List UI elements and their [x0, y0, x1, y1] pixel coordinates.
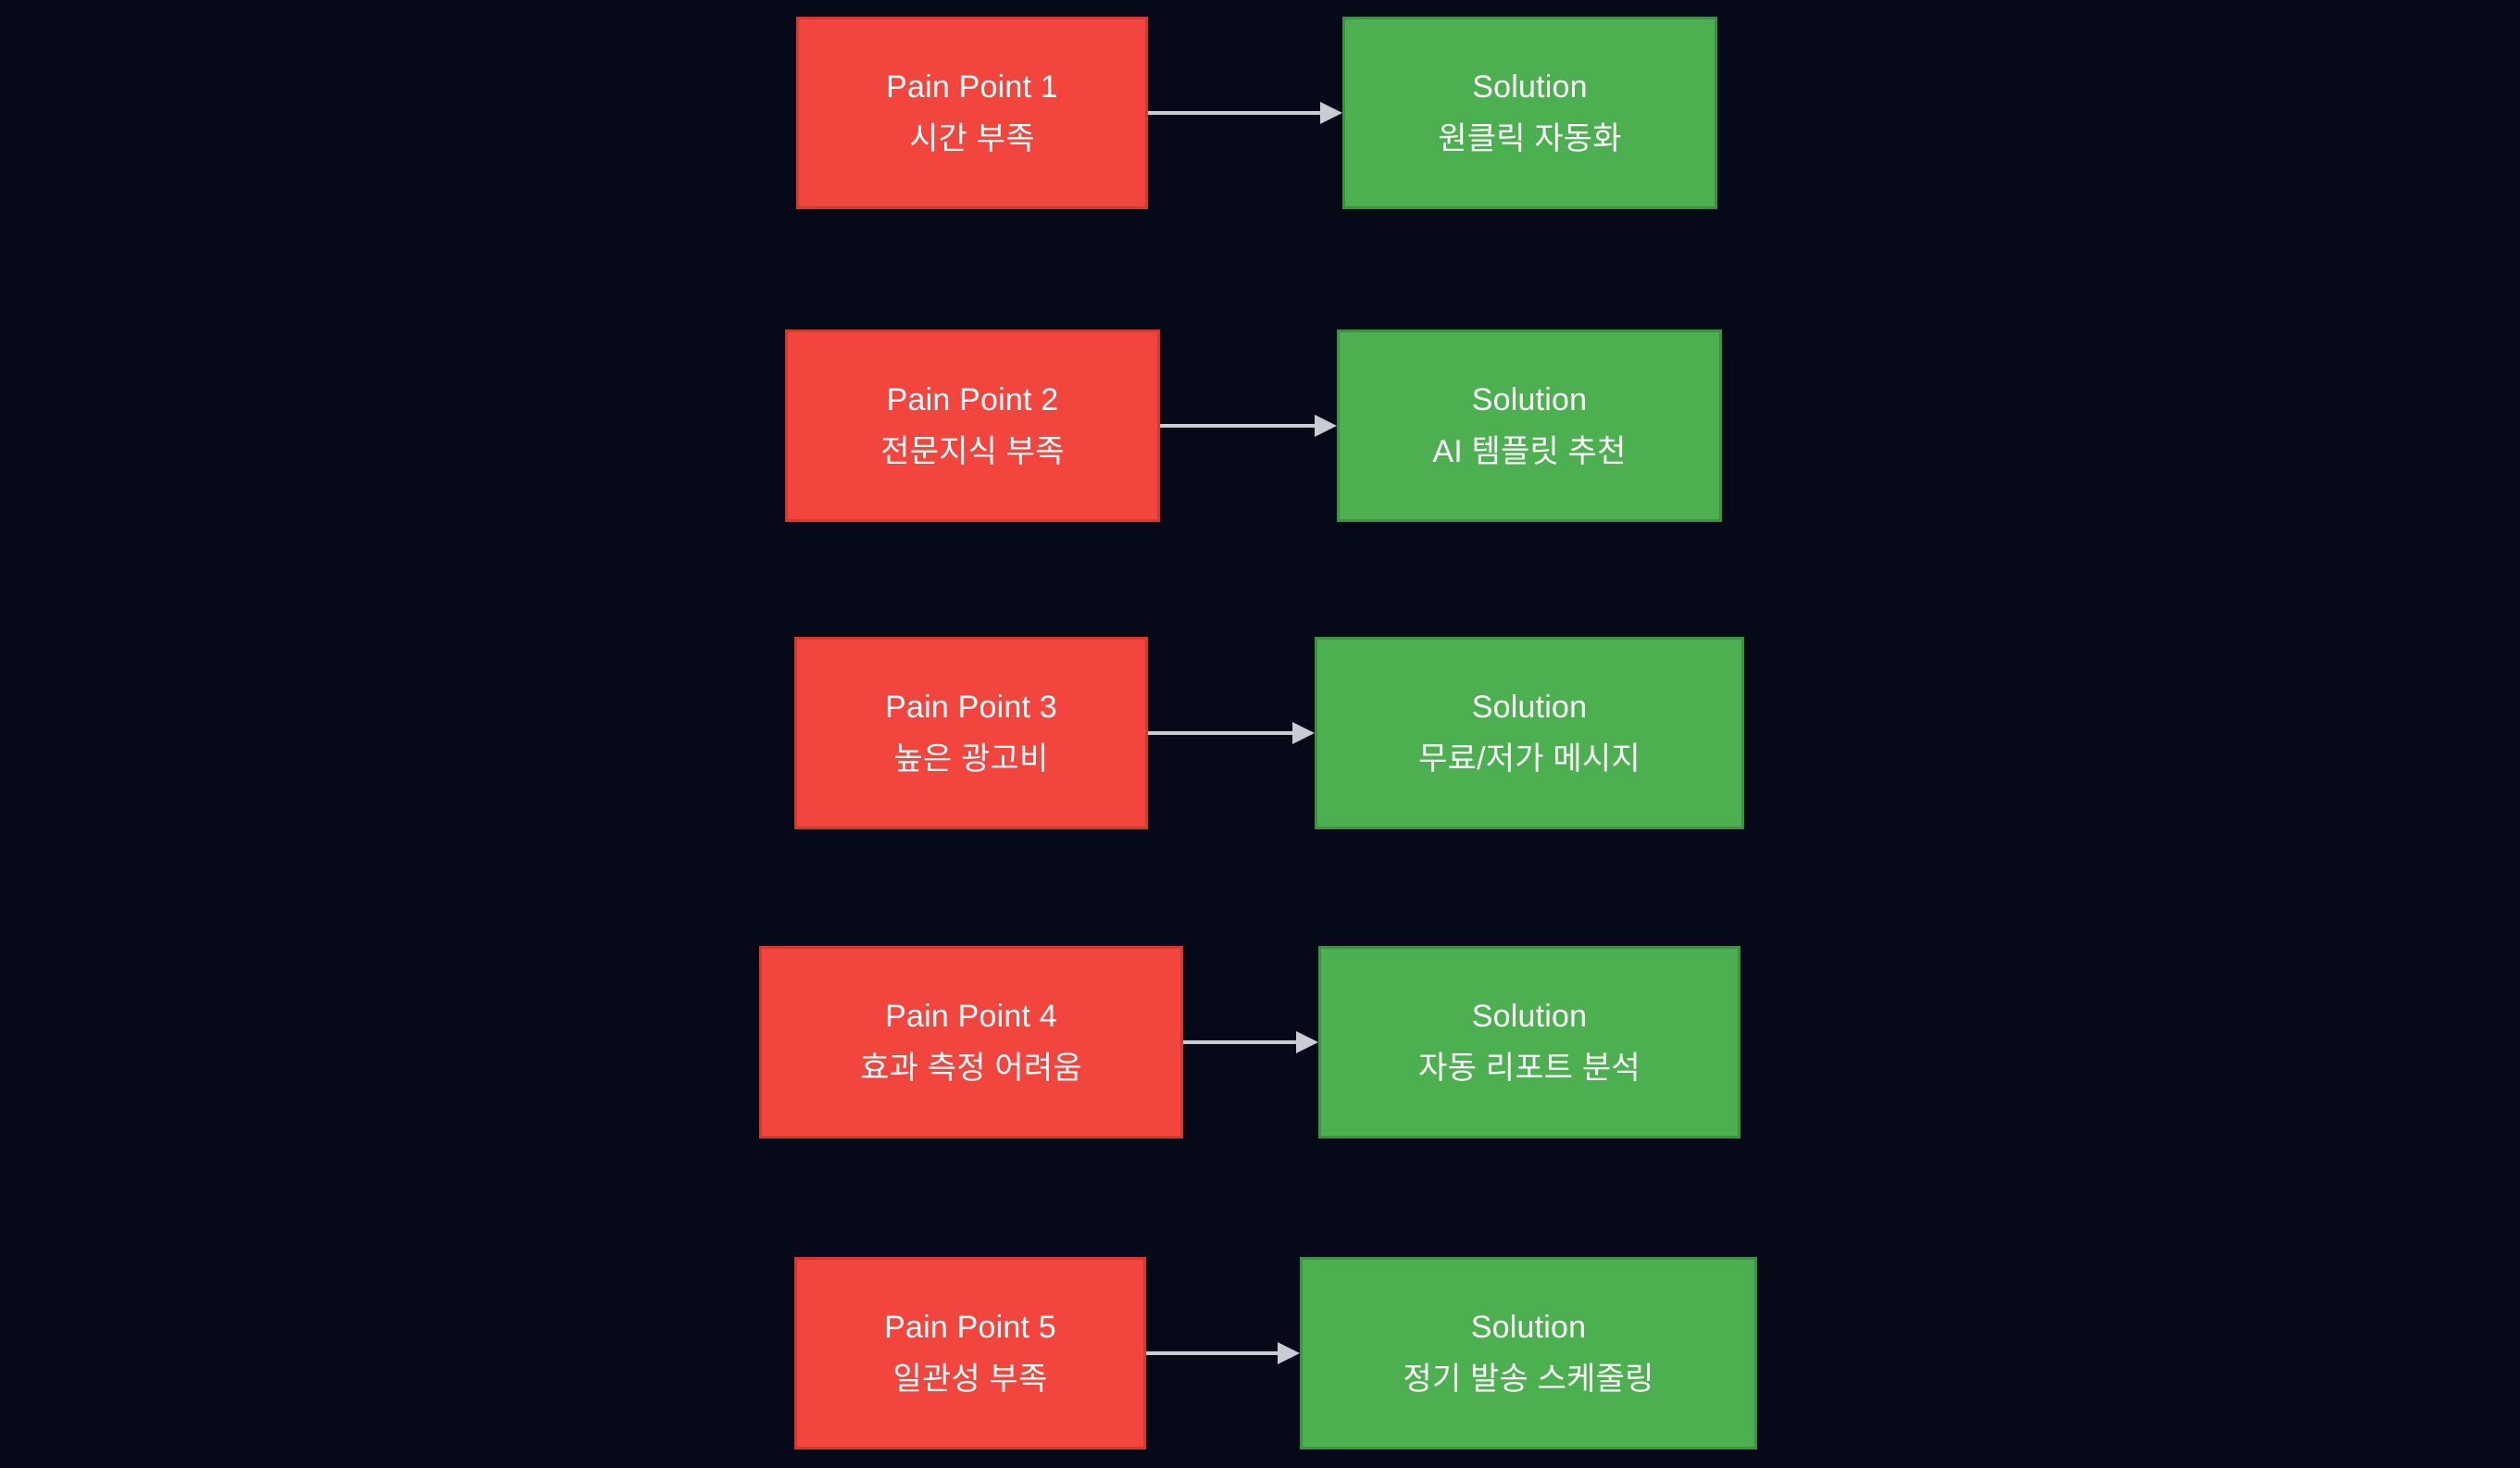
flow-row: Pain Point 4 효과 측정 어려움 Solution 자동 리포트 분…: [0, 946, 2520, 1138]
solution-node-4[interactable]: Solution 자동 리포트 분석: [1318, 946, 1740, 1138]
connector-arrow-2: [1160, 410, 1337, 442]
solution-node-3[interactable]: Solution 무료/저가 메시지: [1315, 637, 1744, 829]
pain-point-node-2[interactable]: Pain Point 2 전문지식 부족: [785, 330, 1160, 522]
pain-point-detail: 일관성 부족: [892, 1362, 1048, 1397]
pain-point-node-4[interactable]: Pain Point 4 효과 측정 어려움: [759, 946, 1183, 1138]
solution-title: Solution: [1472, 68, 1588, 105]
solution-node-5[interactable]: Solution 정기 발송 스케줄링: [1300, 1257, 1757, 1449]
solution-title: Solution: [1471, 381, 1588, 417]
flow-row: Pain Point 5 일관성 부족 Solution 정기 발송 스케줄링: [0, 1257, 2520, 1449]
solution-detail: 원클릭 자동화: [1438, 121, 1622, 156]
pain-point-node-3[interactable]: Pain Point 3 높은 광고비: [794, 637, 1148, 829]
flow-row: Pain Point 3 높은 광고비 Solution 무료/저가 메시지: [0, 637, 2520, 829]
solution-detail: 자동 리포트 분석: [1418, 1051, 1640, 1086]
solution-title: Solution: [1471, 998, 1588, 1034]
pain-point-title: Pain Point 3: [885, 689, 1057, 725]
pain-point-detail: 시간 부족: [909, 121, 1035, 156]
pain-point-detail: 전문지식 부족: [880, 434, 1065, 469]
connector-arrow-5: [1146, 1337, 1300, 1369]
connector-arrow-1: [1148, 97, 1342, 129]
connector-arrow-4: [1183, 1026, 1318, 1058]
pain-point-detail: 높은 광고비: [893, 741, 1049, 777]
solution-detail: 정기 발송 스케줄링: [1403, 1362, 1654, 1397]
arrow-right-icon: [1148, 102, 1342, 124]
solution-detail: 무료/저가 메시지: [1418, 741, 1640, 777]
arrow-right-icon: [1183, 1031, 1318, 1053]
pain-point-title: Pain Point 1: [886, 68, 1058, 105]
arrow-right-icon: [1160, 415, 1337, 437]
solution-node-1[interactable]: Solution 원클릭 자동화: [1342, 17, 1717, 209]
flow-row: Pain Point 1 시간 부족 Solution 원클릭 자동화: [0, 17, 2520, 209]
solution-title: Solution: [1470, 1309, 1587, 1345]
pain-point-node-5[interactable]: Pain Point 5 일관성 부족: [794, 1257, 1146, 1449]
pain-point-title: Pain Point 4: [885, 998, 1057, 1034]
solution-node-2[interactable]: Solution AI 템플릿 추천: [1337, 330, 1722, 522]
pain-point-title: Pain Point 5: [884, 1309, 1056, 1345]
arrow-right-icon: [1148, 722, 1315, 744]
arrow-right-icon: [1146, 1342, 1300, 1364]
pain-point-node-1[interactable]: Pain Point 1 시간 부족: [796, 17, 1148, 209]
pain-point-detail: 효과 측정 어려움: [860, 1051, 1082, 1086]
connector-arrow-3: [1148, 717, 1315, 749]
solution-detail: AI 템플릿 추천: [1432, 434, 1627, 469]
flow-row: Pain Point 2 전문지식 부족 Solution AI 템플릿 추천: [0, 330, 2520, 522]
pain-point-title: Pain Point 2: [886, 381, 1059, 417]
solution-title: Solution: [1471, 689, 1588, 725]
